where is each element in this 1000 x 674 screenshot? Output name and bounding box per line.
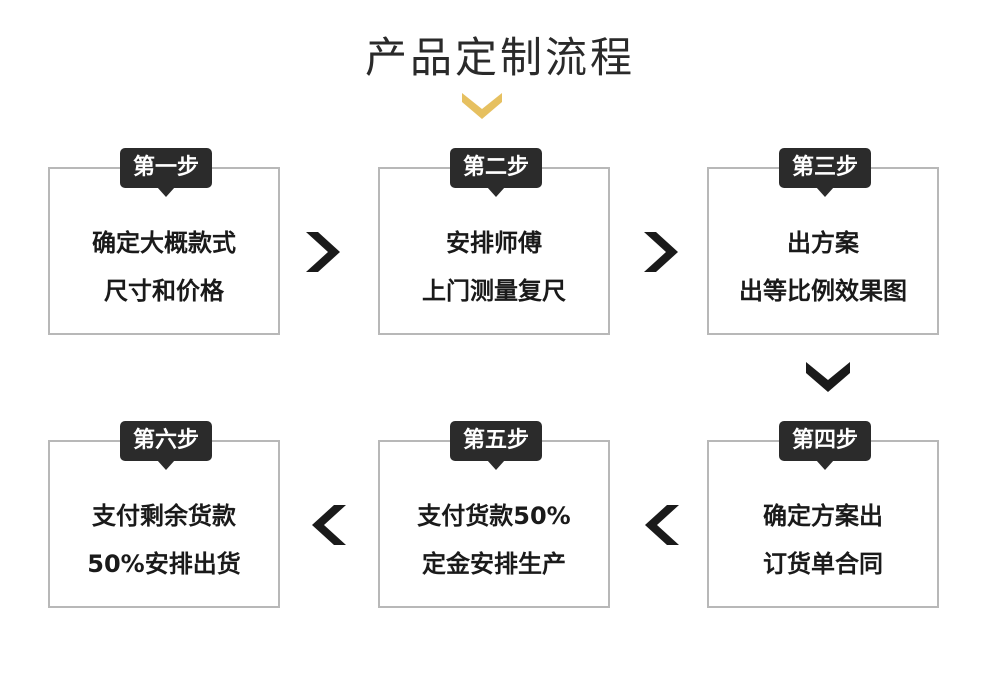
step-badge-6: 第六步 bbox=[120, 421, 212, 470]
step-box-5: 支付货款50% 定金安排生产 bbox=[378, 440, 610, 608]
step-line: 出方案 bbox=[787, 229, 859, 257]
step-text: 支付剩余货款 50%安排出货 bbox=[50, 492, 278, 588]
step-line: 确定大概款式 bbox=[92, 229, 236, 257]
step-badge-3: 第三步 bbox=[779, 148, 871, 197]
step-line: 尺寸和价格 bbox=[104, 277, 224, 305]
step-text: 出方案 出等比例效果图 bbox=[709, 219, 937, 315]
step-text: 支付货款50% 定金安排生产 bbox=[380, 492, 608, 588]
chevron-down-icon bbox=[806, 362, 850, 392]
step-line: 订货单合同 bbox=[763, 550, 883, 578]
step-line: 确定方案出 bbox=[763, 502, 883, 530]
step-badge-1: 第一步 bbox=[120, 148, 212, 197]
step-line: 上门测量复尺 bbox=[422, 277, 566, 305]
step-text: 安排师傅 上门测量复尺 bbox=[380, 219, 608, 315]
step-line: 定金安排生产 bbox=[422, 550, 566, 578]
page-title: 产品定制流程 bbox=[364, 33, 635, 82]
chevron-left-icon bbox=[312, 505, 346, 545]
step-line: 安排师傅 bbox=[446, 229, 542, 257]
step-text: 确定大概款式 尺寸和价格 bbox=[50, 219, 278, 315]
step-text: 确定方案出 订货单合同 bbox=[709, 492, 937, 588]
chevron-down-icon bbox=[462, 93, 502, 119]
chevron-right-icon bbox=[644, 232, 678, 272]
step-badge-2: 第二步 bbox=[450, 148, 542, 197]
step-line: 支付货款50% bbox=[417, 502, 571, 530]
step-line: 50%安排出货 bbox=[87, 550, 241, 578]
step-badge-5: 第五步 bbox=[450, 421, 542, 470]
step-line: 支付剩余货款 bbox=[92, 502, 236, 530]
chevron-right-icon bbox=[306, 232, 340, 272]
chevron-left-icon bbox=[645, 505, 679, 545]
step-line: 出等比例效果图 bbox=[739, 277, 907, 305]
step-badge-4: 第四步 bbox=[779, 421, 871, 470]
